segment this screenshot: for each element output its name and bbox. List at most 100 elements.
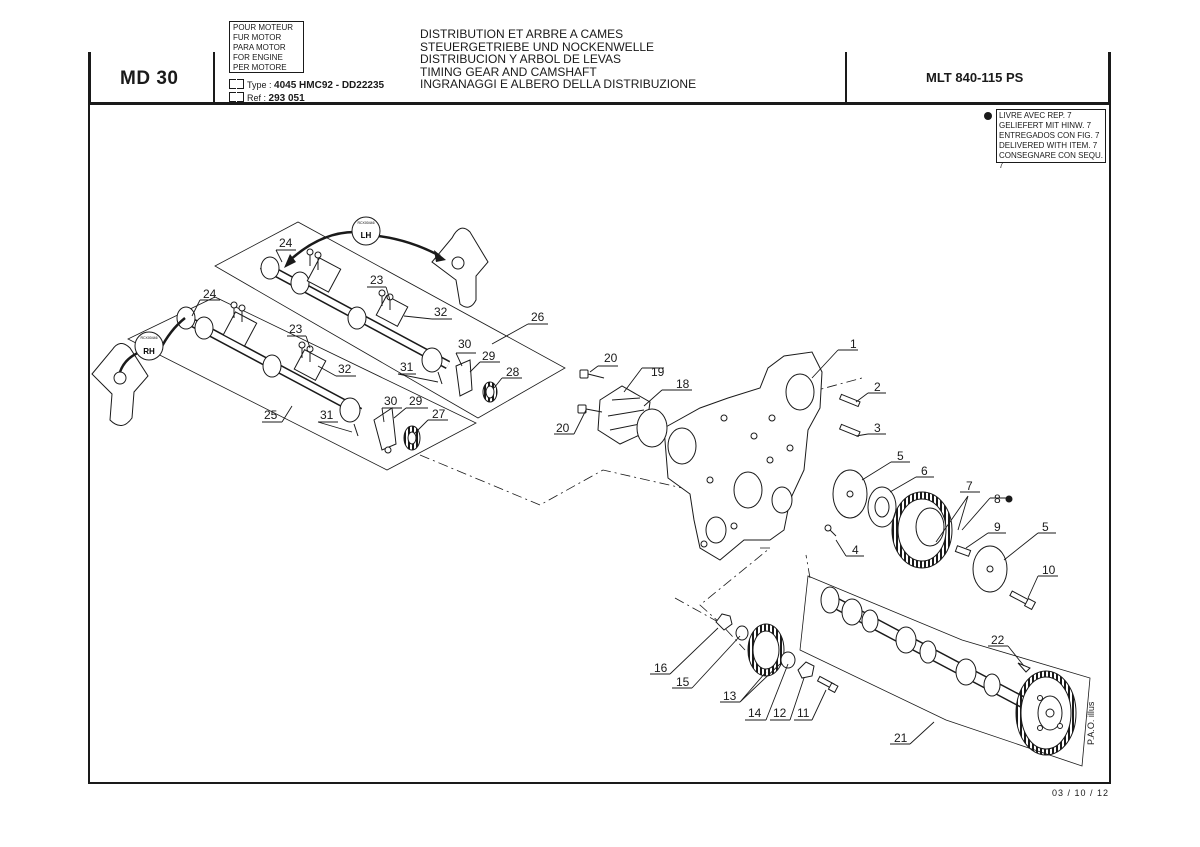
callout-label: 31 (400, 360, 414, 374)
engine-type: Type : 4045 HMC92 - DD22235 (229, 79, 384, 91)
access-cover (597, 385, 668, 448)
lh-arrow (287, 230, 441, 263)
gear-pin (954, 545, 972, 557)
callout-label: 5 (1042, 520, 1049, 534)
legend-it: CONSEGNARE CON SEQU. 7 (999, 151, 1104, 170)
issue-date: 03 / 10 / 12 (1052, 788, 1110, 798)
callout-label: 32 (434, 305, 448, 319)
section-code: MD 30 (120, 68, 179, 89)
engine-label-en: FOR ENGINE (233, 53, 283, 62)
legend-es: ENTREGADOS CON FIG. 7 (999, 131, 1100, 140)
callout-label: 9 (994, 520, 1001, 534)
title-es: DISTRIBUCION Y ARBOL DE LEVAS (420, 52, 621, 67)
callout-label: 13 (723, 689, 737, 703)
legend-en: DELIVERED WITH ITEM. 7 (999, 141, 1098, 150)
reference-value: 293 051 (268, 93, 305, 104)
gear-hub (867, 486, 897, 528)
callout-label: 32 (338, 362, 352, 376)
callout-label: 31 (320, 408, 334, 422)
washer-bolt (1009, 590, 1037, 611)
callout-label: 2 (874, 380, 881, 394)
title-en: TIMING GEAR AND CAMSHAFT (420, 64, 597, 79)
callout-label: 7 (966, 479, 973, 493)
callout-labels: 1 2 3 4 5 5 6 7 8 9 10 11 12 13 14 15 16… (203, 236, 1056, 745)
callout-label: 26 (531, 310, 545, 324)
callout-label: 12 (773, 706, 787, 720)
callout-label: 24 (279, 236, 293, 250)
rocker-bracket-rh (91, 343, 149, 426)
callout-label: 14 (748, 706, 762, 720)
callout-label: 19 (651, 365, 665, 379)
callout-label: 23 (289, 322, 303, 336)
callout-label: 5 (897, 449, 904, 463)
callout-label: 4 (852, 543, 859, 557)
bracket-icon (229, 92, 236, 102)
page-title: DISTRIBUTION ET ARBRE A CAMES STEUERGETR… (420, 28, 696, 91)
pump-gear-upper (455, 359, 498, 403)
callout-label: 29 (409, 394, 423, 408)
engine-label-fr: POUR MOTEUR (233, 23, 293, 32)
callout-label: 29 (482, 349, 496, 363)
legend-de: GELIEFERT MIT HINW. 7 (999, 121, 1092, 130)
callout-leaders (191, 249, 1058, 745)
legend-box: LIVRE AVEC REP. 7 GELIEFERT MIT HINW. 7 … (996, 109, 1106, 170)
title-fr: DISTRIBUTION ET ARBRE A CAMES (420, 27, 624, 41)
machine-model: MLT 840-115 PS (926, 70, 1024, 85)
rocker-bracket-lh (431, 227, 489, 308)
delivered-with-marker-icon (1005, 495, 1013, 503)
callout-label: 15 (676, 675, 690, 689)
engine-label-es: PARA MOTOR (233, 43, 286, 52)
lh-badge-label: LH (361, 231, 372, 240)
callout-label: 25 (264, 408, 278, 422)
illustration-credit: P.A.O. illus (1086, 701, 1096, 745)
callout-label: 30 (458, 337, 472, 351)
retaining-washer (972, 545, 1008, 593)
callout-label: 10 (1042, 563, 1056, 577)
camshaft-box (799, 575, 1091, 767)
timing-housing-plate (663, 351, 823, 561)
rh-badge-label: RH (143, 347, 155, 356)
engine-label-it: PER MOTORE (233, 63, 287, 72)
lh-badge: RCX00446 LH (351, 216, 381, 246)
engine-label-de: FUR MOTOR (233, 33, 282, 42)
callout-label: 18 (676, 377, 690, 391)
engine-type-value: 4045 HMC92 - DD22235 (274, 80, 385, 91)
callout-label: 28 (506, 365, 520, 379)
legend-dot-icon (984, 112, 992, 120)
title-de: STEUERGETRIEBE UND NOCKENWELLE (420, 39, 655, 54)
pump-gear-lower (373, 407, 421, 454)
lh-badge-code: RCX00446 (357, 221, 374, 225)
rocker-shaft-upper (259, 248, 451, 385)
camshaft (820, 586, 1077, 756)
rocker-assembly-upper (214, 221, 566, 419)
callout-label: 1 (850, 337, 857, 351)
legend-fr: LIVRE AVEC REP. 7 (999, 111, 1072, 120)
cover-bolts (577, 369, 605, 414)
callout-label: 8 (994, 492, 1001, 506)
reference: Ref : 293 051 (229, 92, 305, 104)
callout-label: 27 (432, 407, 446, 421)
callout-label: 6 (921, 464, 928, 478)
rh-badge-code: RCX00446 (140, 336, 157, 340)
callout-label: 11 (797, 706, 810, 720)
callout-label: 21 (894, 731, 908, 745)
engine-label-box: POUR MOTEUR FUR MOTOR PARA MOTOR FOR ENG… (229, 21, 304, 73)
rocker-shaft-lower (176, 301, 363, 437)
callout-label: 30 (384, 394, 398, 408)
callout-label: 22 (991, 633, 1005, 647)
callout-label: 16 (654, 661, 668, 675)
callout-label: 24 (203, 287, 217, 301)
rh-badge: RCX00446 RH (134, 331, 164, 361)
studs (824, 393, 861, 537)
lower-gear-set (715, 613, 839, 694)
callout-label: 23 (370, 273, 384, 287)
bracket-icon (229, 79, 236, 89)
title-it: INGRANAGGI E ALBERO DELLA DISTRIBUZIONE (420, 77, 697, 92)
callout-label: 20 (604, 351, 618, 365)
callout-label: 20 (556, 421, 570, 435)
idler-gear (891, 491, 953, 569)
callout-label: 3 (874, 421, 881, 435)
thrust-washer (832, 469, 868, 519)
drawing-frame (88, 102, 1111, 784)
